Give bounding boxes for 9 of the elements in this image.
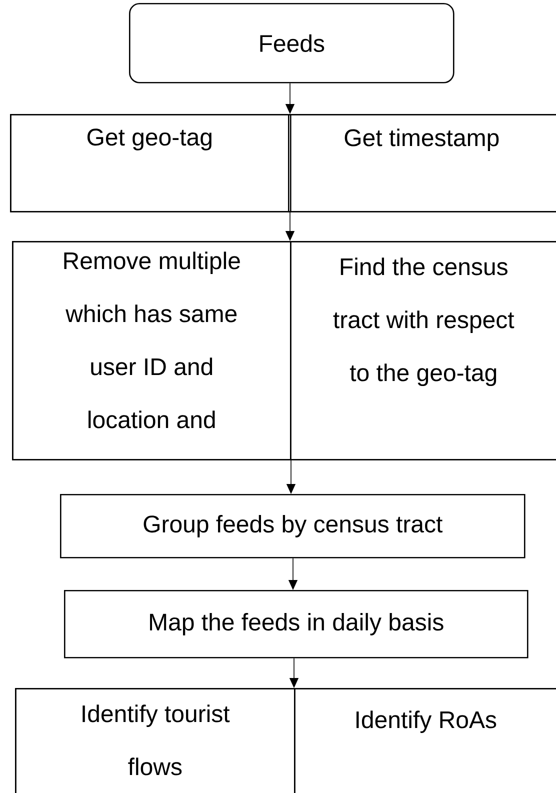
step-cell: Identify tourist flows bbox=[15, 688, 296, 793]
step-cell: Identify RoAs bbox=[294, 688, 556, 793]
step-cell: Get geo-tag bbox=[10, 114, 292, 212]
step-cell: Find the census tract with respect to the geo-tag bbox=[290, 241, 556, 460]
step-cell: Get timestamp bbox=[288, 114, 556, 212]
step-cell: Remove multiple which has same user ID and location and bbox=[12, 241, 292, 460]
start-box: Feeds bbox=[129, 3, 454, 84]
process-box: Group feeds by census tract bbox=[60, 494, 526, 558]
process-box: Map the feeds in daily basis bbox=[64, 590, 528, 658]
